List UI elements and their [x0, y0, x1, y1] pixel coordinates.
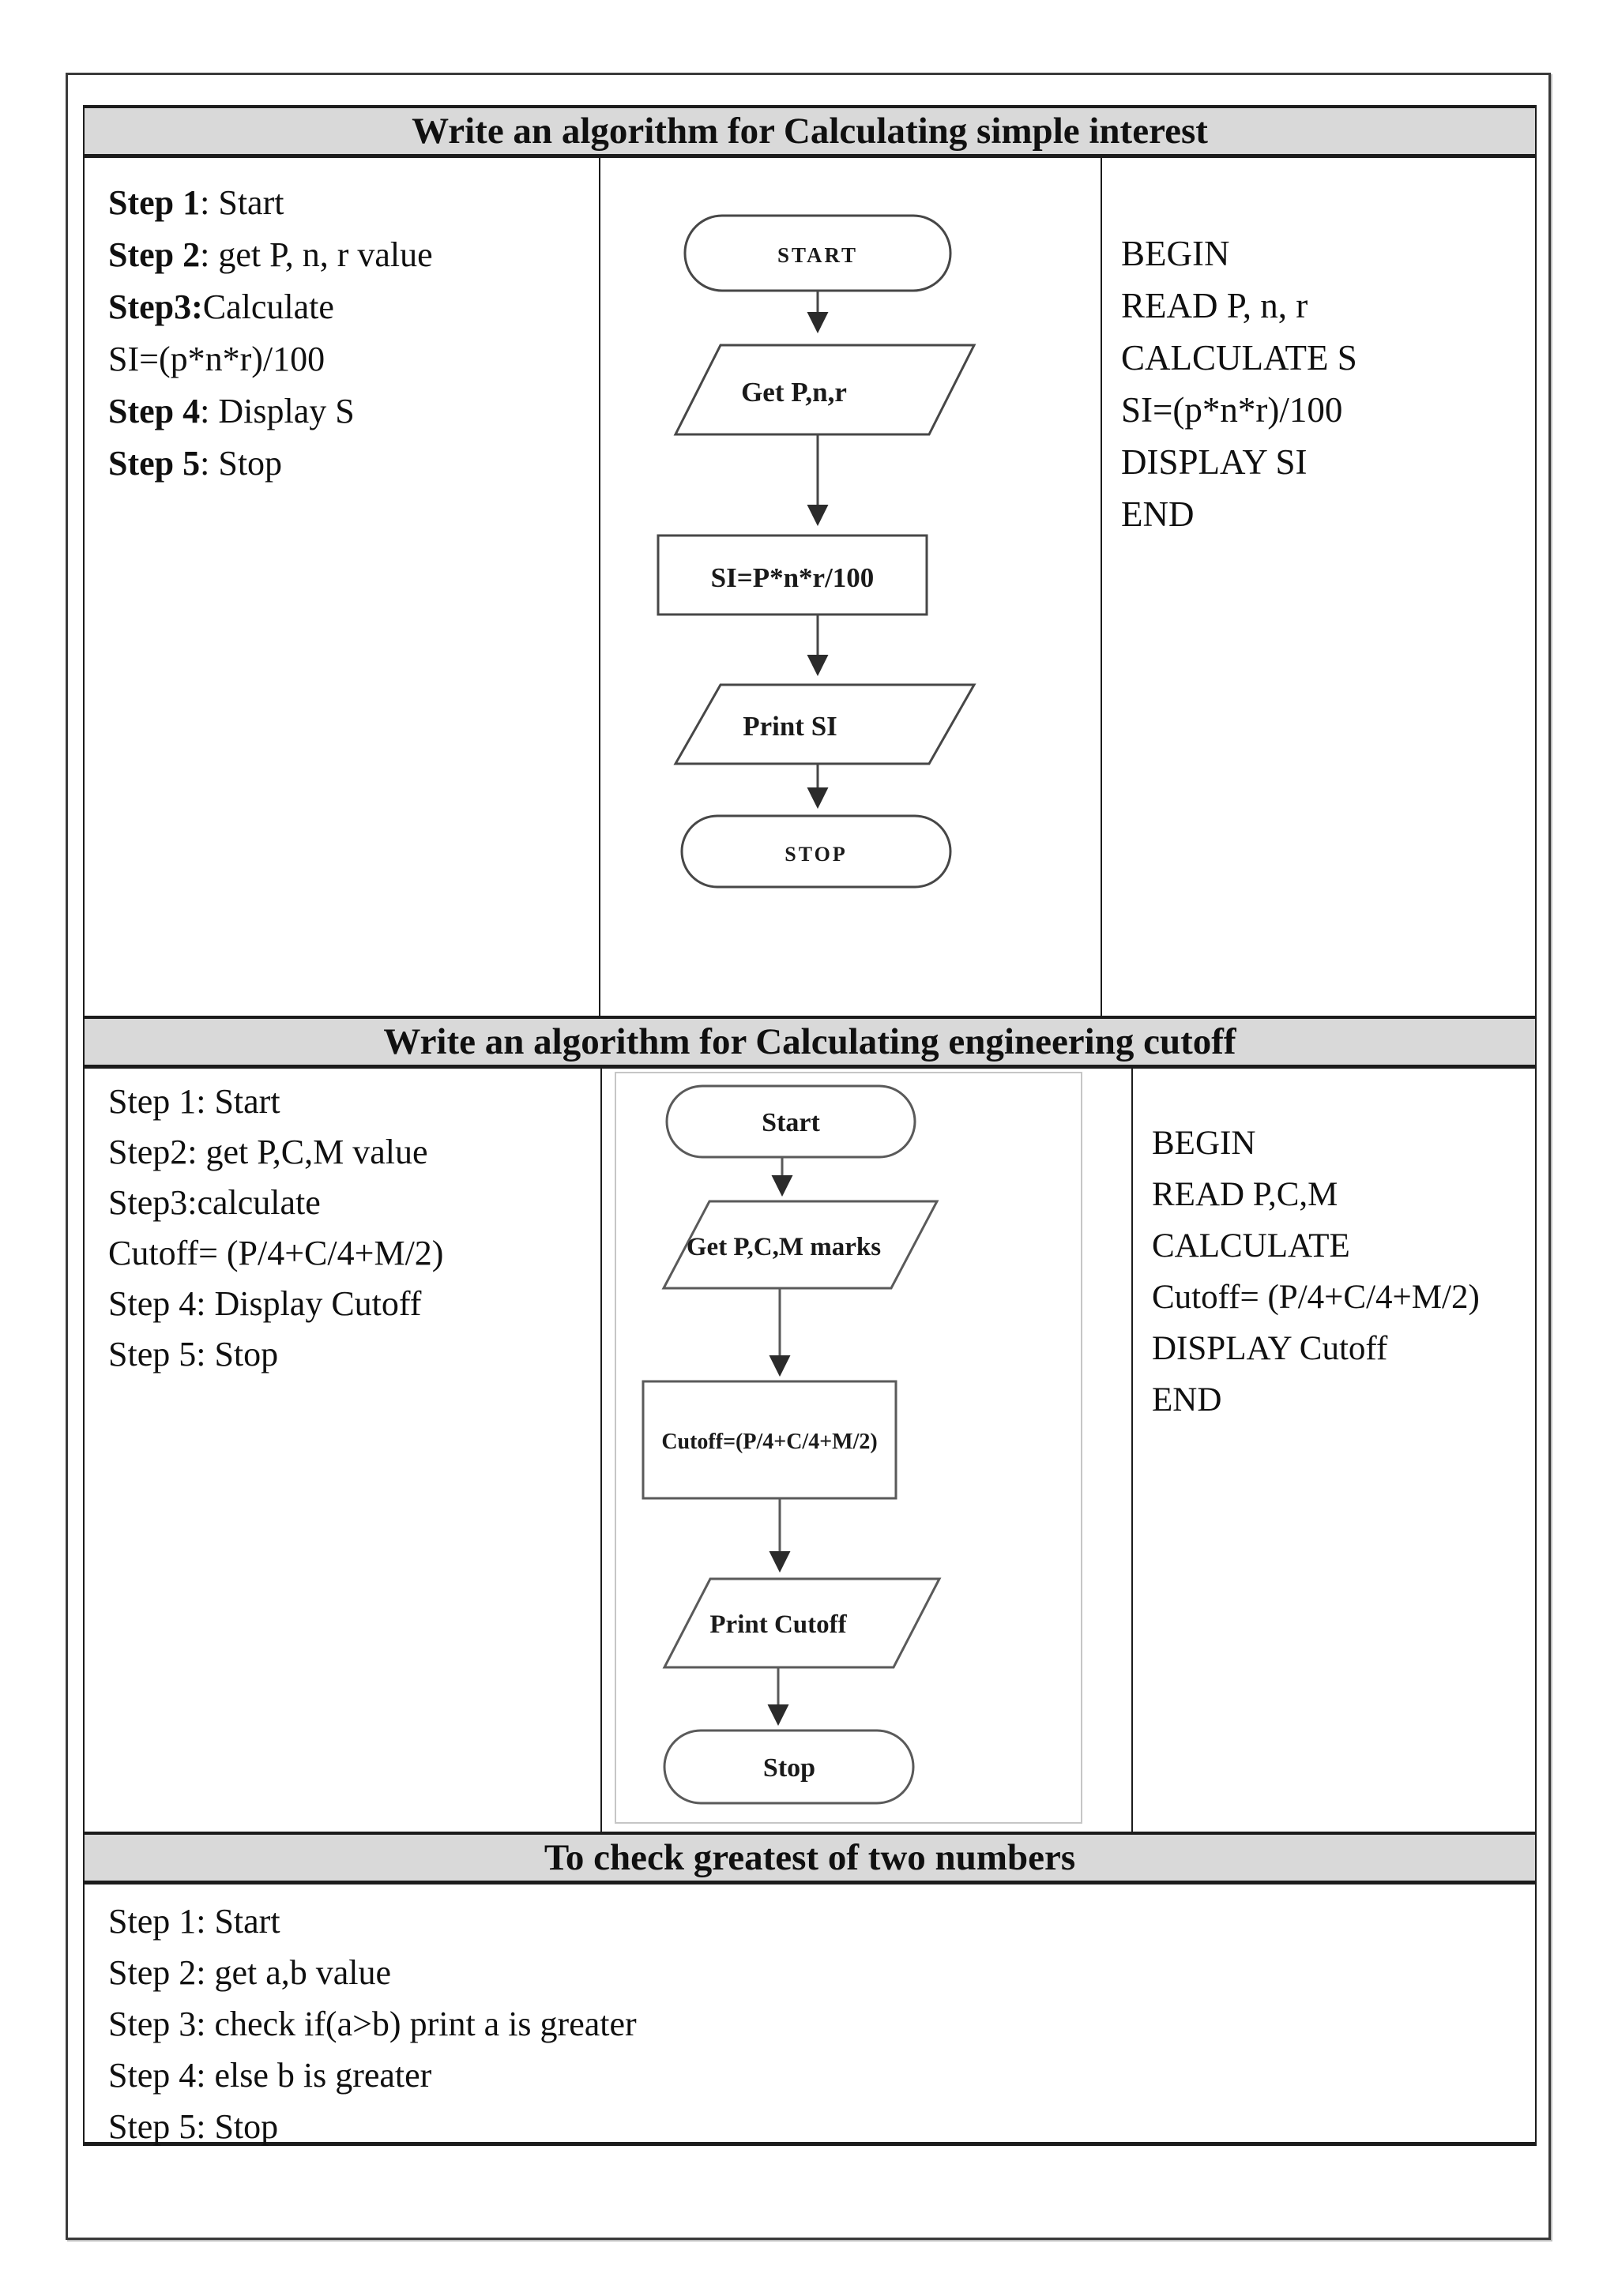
- flow1-process-rect: [657, 534, 928, 616]
- pseudocode-line: BEGIN: [1152, 1125, 1256, 1162]
- flow2-stop-terminator: [663, 1729, 915, 1805]
- flow2-process-label: Cutoff=(P/4+C/4+M/2): [661, 1430, 877, 1454]
- step-line: Cutoff= (P/4+C/4+M/2): [108, 1234, 444, 1272]
- flowchart-image-frame: Start Get P,C,M marks Cutoff=(P/4+C/4+M/…: [615, 1072, 1082, 1824]
- flow1-output-parallelogram: [673, 683, 976, 765]
- section2-header: Write an algorithm for Calculating engin…: [83, 1016, 1537, 1069]
- pseudocode-line: READ P,C,M: [1152, 1176, 1338, 1213]
- step-line: Step 4: else b is greater: [108, 2056, 432, 2095]
- flow2-output-parallelogram: [662, 1577, 942, 1669]
- step-line: Step 2: get P, n, r value: [108, 235, 433, 274]
- section1-header: Write an algorithm for Calculating simpl…: [83, 105, 1537, 158]
- pseudocode-line: CALCULATE: [1152, 1227, 1350, 1264]
- step-line: Step 5: Stop: [108, 1335, 279, 1373]
- section2-flowchart-cell: Start Get P,C,M marks Cutoff=(P/4+C/4+M/…: [602, 1069, 1133, 1832]
- flow1-start-label: START: [777, 243, 858, 267]
- flow2-output-label: Print Cutoff: [709, 1610, 847, 1639]
- flow2-stop-label: Stop: [763, 1753, 815, 1783]
- flow2-start-terminator: [665, 1084, 916, 1159]
- flow1-input-label: Get P,n,r: [741, 377, 847, 408]
- flow2-process-rect: [642, 1380, 897, 1500]
- pseudocode-line: DISPLAY Cutoff: [1152, 1330, 1388, 1367]
- flow1-output-label: Print SI: [743, 711, 837, 742]
- pseudocode-line: READ P, n, r: [1121, 286, 1308, 325]
- section1-steps-cell: Step 1: Start Step 2: get P, n, r value …: [85, 158, 600, 1016]
- section1-title: Write an algorithm for Calculating simpl…: [412, 111, 1208, 152]
- section2-steps-cell: Step 1: Start Step2: get P,C,M value Ste…: [85, 1069, 602, 1832]
- engineering-cutoff-flowchart: Start Get P,C,M marks Cutoff=(P/4+C/4+M/…: [642, 1084, 942, 1805]
- flow2-input-parallelogram: [661, 1200, 939, 1290]
- section1-pseudocode-cell: BEGIN READ P, n, r CALCULATE S SI=(p*n*r…: [1102, 158, 1535, 1016]
- flow1-stop-terminator: [680, 814, 952, 889]
- flow2-start-label: Start: [762, 1108, 820, 1137]
- step-line: Step 5: Stop: [108, 444, 283, 483]
- section3-body: Step 1: Start Step 2: get a,b value Step…: [83, 1885, 1537, 2146]
- step-line: Step 4: Display S: [108, 392, 355, 430]
- section1-body: Step 1: Start Step 2: get P, n, r value …: [83, 158, 1537, 1016]
- step-line: Step3:calculate: [108, 1183, 321, 1222]
- step-line: Step 5: Stop: [108, 2107, 279, 2146]
- step-line: Step3:Calculate: [108, 287, 334, 326]
- section3-title: To check greatest of two numbers: [544, 1837, 1076, 1878]
- section2-pseudocode-cell: BEGIN READ P,C,M CALCULATE Cutoff= (P/4+…: [1133, 1069, 1535, 1832]
- step-line: Step2: get P,C,M value: [108, 1133, 428, 1171]
- pseudocode-line: CALCULATE S: [1121, 338, 1357, 378]
- flow1-input-parallelogram: [673, 344, 976, 436]
- flow1-stop-label: STOP: [785, 843, 847, 866]
- algorithms-table: Write an algorithm for Calculating simpl…: [83, 105, 1537, 2146]
- pseudocode-line: END: [1121, 494, 1195, 534]
- step-line: SI=(p*n*r)/100: [108, 340, 325, 378]
- pseudocode-line: SI=(p*n*r)/100: [1121, 390, 1343, 430]
- step-line: Step 1: Start: [108, 1082, 280, 1121]
- section1-flowchart-cell: START Get P,n,r SI=P*n*r/100 Print SI ST…: [600, 158, 1102, 1016]
- page-border: [66, 73, 1551, 2240]
- step-line: Step 1: Start: [108, 183, 284, 222]
- simple-interest-flowchart: START Get P,n,r SI=P*n*r/100 Print SI ST…: [657, 214, 976, 889]
- pseudocode-line: END: [1152, 1381, 1222, 1419]
- pseudocode-line: Cutoff= (P/4+C/4+M/2): [1152, 1279, 1480, 1316]
- section2-title: Write an algorithm for Calculating engin…: [383, 1021, 1236, 1062]
- step-line: Step 2: get a,b value: [108, 1953, 392, 1992]
- flow1-process-label: SI=P*n*r/100: [711, 562, 875, 593]
- pseudocode-line: BEGIN: [1121, 234, 1230, 273]
- flow2-input-label: Get P,C,M marks: [687, 1233, 881, 1261]
- step-line: Step 1: Start: [108, 1902, 280, 1941]
- section3-header: To check greatest of two numbers: [83, 1832, 1537, 1885]
- section2-body: Step 1: Start Step2: get P,C,M value Ste…: [83, 1069, 1537, 1832]
- step-line: Step 3: check if(a>b) print a is greater: [108, 2005, 637, 2043]
- step-line: Step 4: Display Cutoff: [108, 1284, 422, 1323]
- pseudocode-line: DISPLAY SI: [1121, 442, 1308, 482]
